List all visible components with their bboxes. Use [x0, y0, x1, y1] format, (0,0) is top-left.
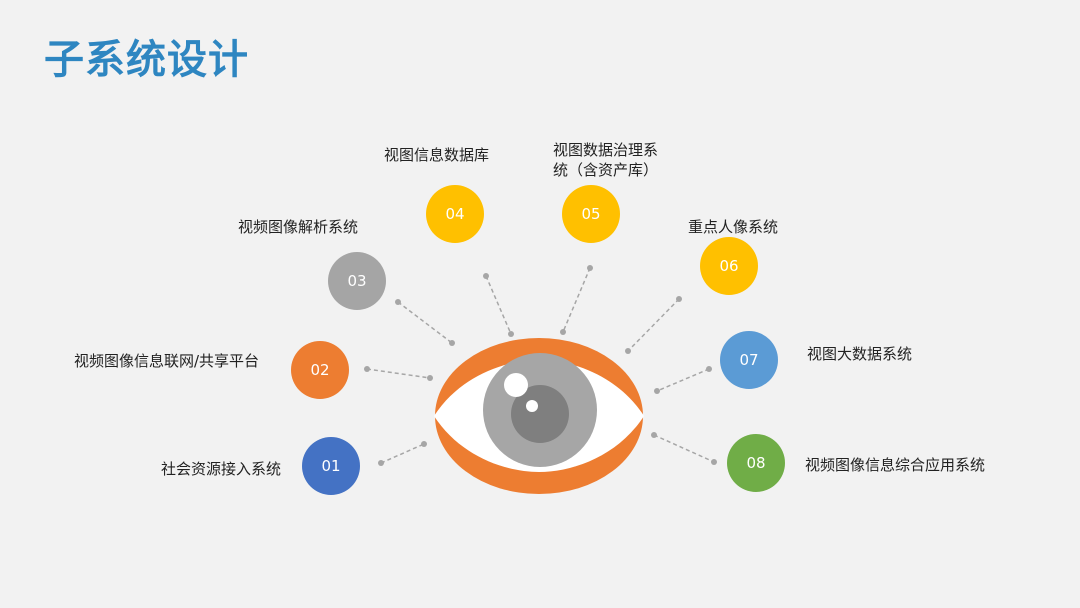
node-07: 07 — [720, 331, 778, 389]
page-title: 子系统设计 — [44, 37, 249, 83]
label-08: 视频图像信息综合应用系统 — [805, 456, 986, 474]
node-02: 02 — [291, 341, 349, 399]
connector-08 — [651, 432, 717, 465]
connector-06 — [625, 296, 682, 354]
label-01: 社会资源接入系统 — [161, 460, 282, 478]
label-05-line-2: 统（含资产库） — [553, 161, 659, 180]
label-02: 视频图像信息联网/共享平台 — [74, 352, 260, 370]
connector-05 — [560, 265, 593, 335]
node-05: 05 — [562, 185, 620, 243]
connector-01 — [378, 441, 427, 466]
node-06: 06 — [700, 237, 758, 295]
label-05-line-1: 视图数据治理系 — [553, 141, 659, 159]
eye-icon — [434, 338, 644, 494]
node-08: 08 — [727, 434, 785, 492]
connector-02 — [364, 366, 433, 381]
label-03: 视频图像解析系统 — [238, 218, 359, 236]
connectors — [364, 265, 717, 466]
label-06: 重点人像系统 — [688, 218, 779, 236]
label-07: 视图大数据系统 — [807, 345, 913, 363]
connector-03 — [395, 299, 455, 346]
label-05: 视图数据治理系 统（含资产库） — [553, 140, 658, 181]
label-04: 视图信息数据库 — [384, 146, 490, 164]
node-01: 01 — [302, 437, 360, 495]
connector-07 — [654, 366, 712, 394]
connector-04 — [483, 273, 514, 337]
node-04: 04 — [426, 185, 484, 243]
node-03: 03 — [328, 252, 386, 310]
